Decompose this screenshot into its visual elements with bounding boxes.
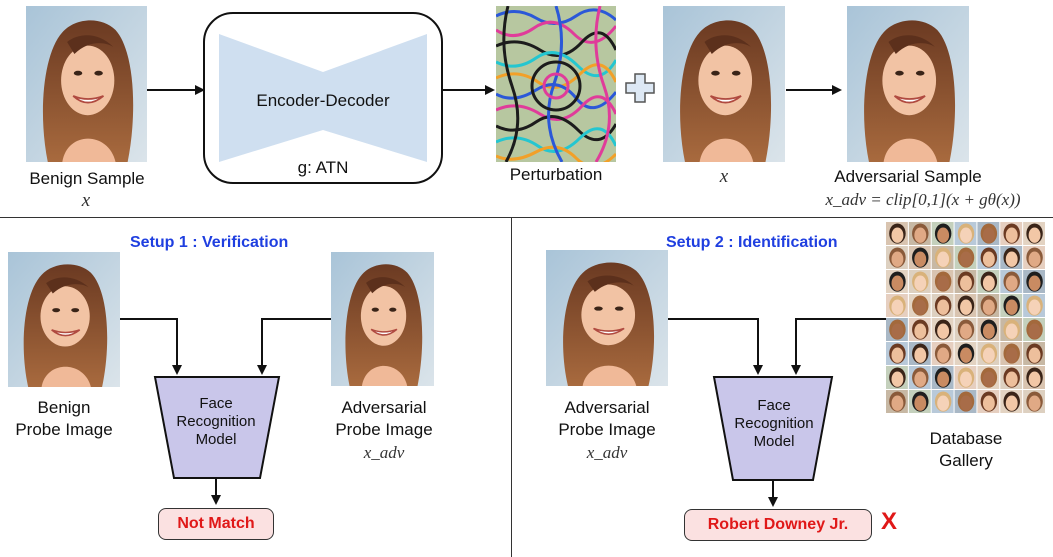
gallery-face — [954, 270, 977, 293]
gallery-face — [977, 246, 1000, 269]
gallery-face — [931, 270, 954, 293]
gallery-face — [908, 294, 931, 317]
gallery-face — [886, 246, 908, 269]
gallery-face — [1000, 342, 1023, 365]
gallery-face — [1023, 270, 1045, 293]
plus-icon — [625, 73, 655, 103]
face-recognition-model-2 — [712, 376, 834, 481]
gallery-face — [954, 366, 977, 389]
adversarial-formula: x_adv = clip[0,1](x + gθ(x)) — [825, 190, 1021, 209]
gallery-face — [977, 390, 1000, 413]
benign-sample-var: x — [81, 190, 91, 211]
gallery-face — [1000, 246, 1023, 269]
gallery-face — [908, 342, 931, 365]
gallery-face — [908, 270, 931, 293]
gallery-face — [1023, 246, 1045, 269]
clean-input-var: x — [719, 166, 729, 187]
gallery-face — [931, 246, 954, 269]
model2-line-3: Model — [753, 433, 795, 450]
benign-probe-label-2: Probe Image — [15, 420, 113, 439]
gallery-face — [886, 390, 908, 413]
benign-sample-label: Benign Sample — [29, 169, 145, 188]
gallery-face — [1000, 318, 1023, 341]
database-label-1: Database — [929, 429, 1003, 448]
adv-probe2-var: x_adv — [586, 443, 628, 462]
gallery-face — [1023, 318, 1045, 341]
setup2-connectors — [668, 318, 886, 507]
model1-line-2: Recognition — [176, 413, 256, 430]
gallery-face — [886, 222, 908, 245]
gallery-face — [1023, 294, 1045, 317]
horizontal-divider — [0, 217, 1053, 218]
gallery-face — [954, 318, 977, 341]
adv-probe-label-2: Probe Image — [335, 420, 433, 439]
setup1-title: Setup 1 : Verification — [130, 234, 289, 251]
gallery-face — [1023, 342, 1045, 365]
gallery-face — [908, 318, 931, 341]
model2-line-2: Recognition — [734, 415, 814, 432]
gallery-face — [977, 318, 1000, 341]
gallery-face — [1023, 390, 1045, 413]
database-label-2: Gallery — [939, 451, 993, 470]
setup1-connectors — [120, 318, 331, 505]
gallery-face — [954, 390, 977, 413]
gallery-face — [1000, 366, 1023, 389]
adv-probe2-label-2: Probe Image — [558, 420, 656, 439]
adv-probe2-label-1: Adversarial — [564, 398, 650, 417]
gallery-face — [1023, 222, 1045, 245]
network-sub: g: ATN — [297, 158, 349, 177]
perturbation-image — [496, 6, 616, 162]
gallery-face — [908, 390, 931, 413]
gallery-face — [886, 270, 908, 293]
setup1-result: Not Match — [158, 508, 274, 540]
gallery-face — [931, 222, 954, 245]
gallery-face — [977, 294, 1000, 317]
network-name: Encoder-Decoder — [256, 91, 390, 110]
gallery-face — [886, 318, 908, 341]
adversarial-sample-label: Adversarial Sample — [834, 167, 982, 186]
gallery-face — [954, 294, 977, 317]
gallery-face — [1000, 390, 1023, 413]
arrow-network-to-perturbation — [443, 85, 495, 95]
setup2-title: Setup 2 : Identification — [666, 234, 838, 251]
gallery-face — [908, 366, 931, 389]
database-gallery-image — [886, 222, 1046, 414]
gallery-face — [1000, 270, 1023, 293]
gallery-face — [886, 342, 908, 365]
benign-probe-label-1: Benign — [37, 398, 91, 417]
gallery-face — [931, 366, 954, 389]
gallery-face — [931, 318, 954, 341]
arrow-benign-to-network — [147, 85, 205, 95]
attack-network-box — [203, 12, 443, 184]
gallery-face — [954, 222, 977, 245]
gallery-face — [886, 294, 908, 317]
arrow-to-adversarial — [786, 85, 842, 95]
model1-line-1: Face — [199, 395, 233, 412]
gallery-face — [1000, 294, 1023, 317]
adv-probe-label-1: Adversarial — [341, 398, 427, 417]
gallery-face — [977, 270, 1000, 293]
perturbation-label: Perturbation — [509, 165, 603, 184]
setup2-result: Robert Downey Jr. — [684, 509, 872, 541]
wrong-mark-icon: X — [881, 508, 898, 535]
face-recognition-model-1 — [153, 376, 281, 479]
gallery-face — [954, 342, 977, 365]
gallery-face — [1023, 366, 1045, 389]
encoder-decoder-shape — [219, 34, 427, 162]
gallery-face — [931, 390, 954, 413]
gallery-face — [977, 222, 1000, 245]
model2-line-1: Face — [757, 397, 791, 414]
vertical-divider — [511, 218, 512, 557]
gallery-face — [931, 342, 954, 365]
gallery-face — [886, 366, 908, 389]
gallery-face — [977, 366, 1000, 389]
model1-line-3: Model — [195, 431, 237, 448]
gallery-face — [1000, 222, 1023, 245]
gallery-face — [908, 246, 931, 269]
gallery-face — [977, 342, 1000, 365]
adv-probe-var-1: x_adv — [363, 443, 405, 462]
gallery-face — [954, 246, 977, 269]
gallery-face — [908, 222, 931, 245]
gallery-face — [931, 294, 954, 317]
